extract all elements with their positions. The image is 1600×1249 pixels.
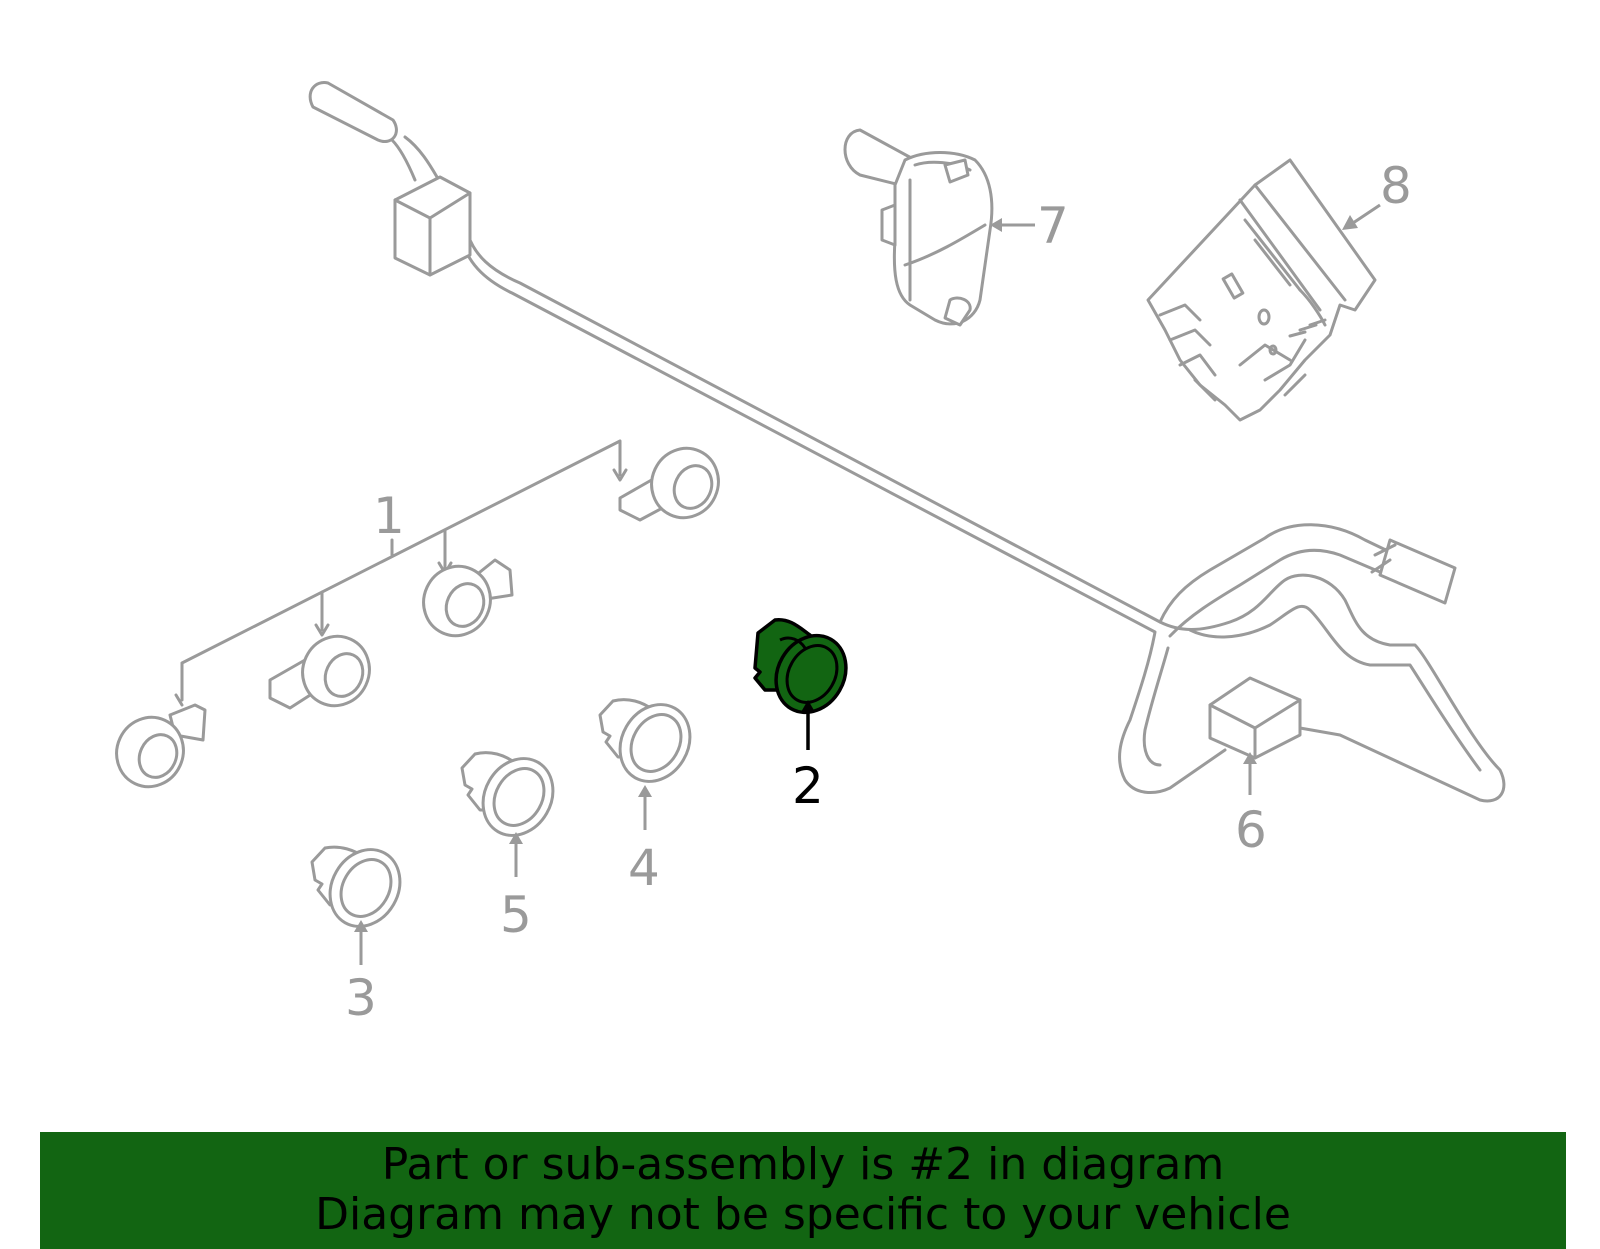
leader-lines [354, 203, 1381, 965]
sensor-bezel-highlighted[interactable] [753, 618, 860, 725]
callout-1: 1 [373, 487, 405, 545]
callout-7: 7 [1037, 197, 1069, 255]
sensor-bezel-3 [310, 845, 402, 928]
sensor-bezel-4 [598, 698, 692, 783]
harness-sensor-d [115, 703, 207, 789]
callout-labels: 1 2 3 4 5 6 7 8 [345, 157, 1412, 1027]
info-banner: Part or sub-assembly is #2 in diagram Di… [40, 1132, 1566, 1249]
callout-5: 5 [500, 886, 532, 944]
callout-8: 8 [1380, 157, 1412, 215]
sensor-harness [115, 439, 720, 789]
harness-sensor-c [268, 634, 371, 710]
control-module-8 [1146, 158, 1377, 422]
harness-sensor-b [422, 558, 514, 638]
sensor-bezel-5 [460, 751, 555, 837]
ultrasonic-module-7 [843, 128, 994, 327]
wiring-harness-main [308, 81, 1506, 803]
callout-6: 6 [1235, 801, 1267, 859]
banner-line-disclaimer: Diagram may not be specific to your vehi… [315, 1189, 1291, 1240]
callout-4: 4 [628, 839, 660, 897]
banner-line-part: Part or sub-assembly is #2 in diagram [381, 1139, 1225, 1190]
callout-3: 3 [345, 969, 377, 1027]
callout-2: 2 [792, 757, 824, 815]
harness-sensor-a [618, 446, 720, 522]
